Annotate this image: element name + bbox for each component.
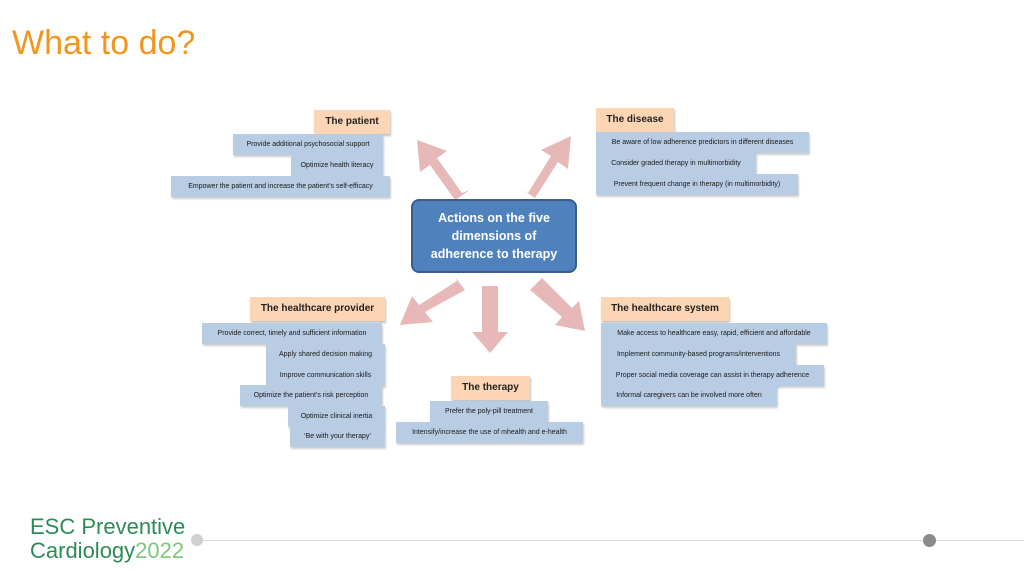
center-node: Actions on the five dimensions of adhere… (411, 199, 577, 273)
arrow-down-left (400, 277, 465, 325)
healthcare-provider-item: ‘Be with your therapy’ (290, 426, 385, 447)
healthcare-provider-item: Optimize the patient’s risk perception (240, 385, 382, 406)
patient-header: The patient (314, 110, 390, 134)
healthcare-provider-item: Apply shared decision making (266, 344, 385, 365)
healthcare-provider-item: Optimize clinical inertia (288, 406, 385, 427)
healthcare-provider-item: Improve communication skills (266, 365, 385, 386)
therapy-item: Prefer the poly-pill treatment (430, 401, 548, 422)
disease-item: Be aware of low adherence predictors in … (596, 132, 809, 153)
footer-line (200, 540, 1024, 541)
healthcare-system-item: Make access to healthcare easy, rapid, e… (601, 323, 827, 344)
brand-logo-line1: ESC Preventive (30, 514, 186, 539)
arrow-up-left (417, 140, 470, 200)
page-title: What to do? (12, 24, 196, 62)
brand-year: 2022 (135, 538, 185, 563)
footer-dot-left (191, 534, 203, 546)
brand-name: Cardiology (30, 538, 136, 563)
healthcare-system-item: Informal caregivers can be involved more… (601, 385, 777, 406)
arrow-down (472, 286, 508, 353)
healthcare-provider-item: Provide correct, timely and sufficient i… (202, 323, 382, 344)
healthcare-system-item: Implement community-based programs/inter… (601, 344, 796, 365)
therapy-item: Intensify/increase the use of mhealth an… (396, 422, 583, 443)
disease-item: Consider graded therapy in multimorbidit… (596, 153, 756, 174)
healthcare-system-header: The healthcare system (601, 297, 729, 321)
healthcare-provider-header: The healthcare provider (250, 297, 385, 321)
patient-item: Optimize health literacy (291, 155, 383, 176)
brand-logo-line2: Cardiology2022 (30, 538, 184, 564)
therapy-header: The therapy (451, 376, 530, 400)
patient-item: Empower the patient and increase the pat… (171, 176, 390, 197)
patient-item: Provide additional psychosocial support (233, 134, 383, 155)
arrow-down-right (530, 278, 585, 331)
disease-item: Prevent frequent change in therapy (in m… (596, 174, 798, 195)
footer-dot-right (923, 534, 936, 547)
arrow-up-right (520, 136, 571, 198)
disease-header: The disease (596, 108, 674, 132)
center-node-label: Actions on the five dimensions of adhere… (430, 211, 558, 261)
healthcare-system-item: Proper social media coverage can assist … (601, 365, 824, 386)
